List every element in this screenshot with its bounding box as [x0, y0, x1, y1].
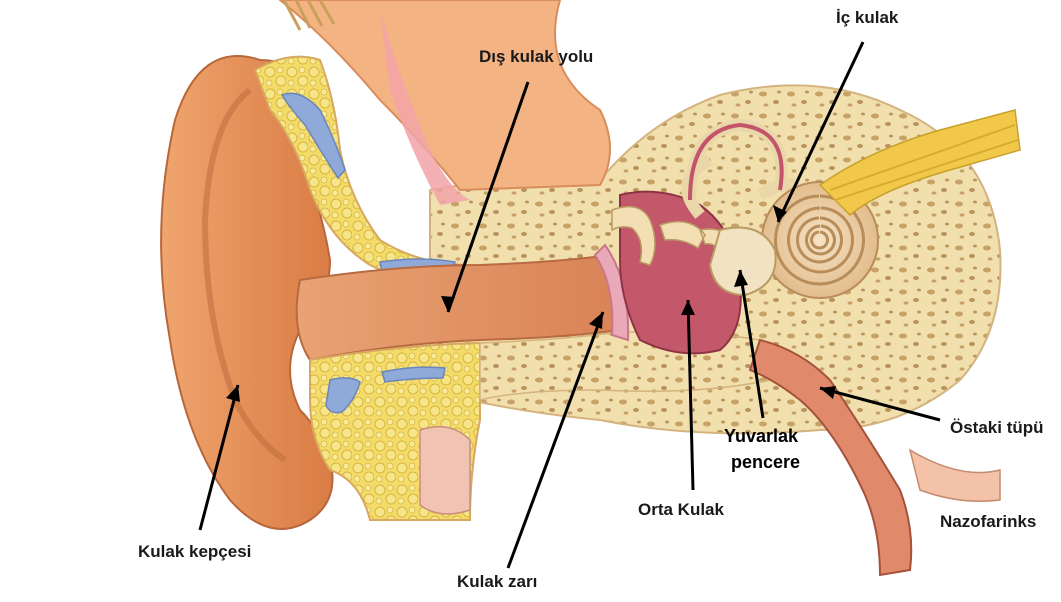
label-yuvarlak-pencere-line1: Yuvarlak [724, 426, 798, 447]
label-ostaki-tupu: Östaki tüpü [950, 418, 1044, 438]
label-dis-kulak-yolu: Dış kulak yolu [479, 47, 593, 67]
label-yuvarlak-pencere-line2: pencere [731, 452, 800, 473]
label-ic-kulak: İç kulak [836, 8, 898, 28]
gland [420, 427, 470, 514]
label-orta-kulak: Orta Kulak [638, 500, 724, 520]
label-kulak-kepcesi: Kulak kepçesi [138, 542, 251, 562]
label-kulak-zari: Kulak zarı [457, 572, 537, 592]
nasopharynx-wall [910, 450, 1000, 501]
label-nazofarinks: Nazofarinks [940, 512, 1036, 532]
